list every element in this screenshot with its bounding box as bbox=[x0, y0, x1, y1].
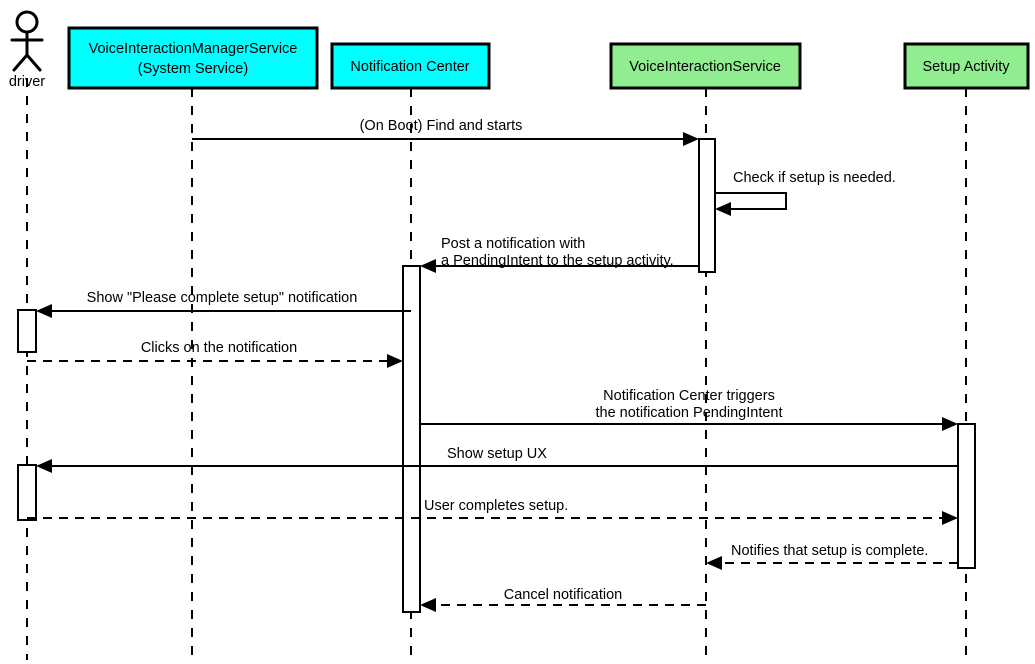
arrow-head-right-icon bbox=[387, 354, 403, 368]
activation-voiceinteractionservice bbox=[698, 138, 716, 273]
message-label-line1: Post a notification with bbox=[441, 236, 585, 252]
message-label-line2: a PendingIntent to the setup activity. bbox=[441, 253, 674, 269]
actor-driver-label: driver bbox=[9, 74, 45, 90]
message-label: User completes setup. bbox=[424, 498, 568, 514]
arrow-head-right-icon bbox=[683, 132, 699, 146]
message-label: Show setup UX bbox=[447, 446, 547, 462]
actor-driver: driver bbox=[9, 10, 45, 90]
participant-notification-center-box[interactable] bbox=[330, 42, 491, 90]
message-on-boot-find-and-starts: (On Boot) Find and starts bbox=[192, 118, 699, 146]
activation-driver-first bbox=[17, 309, 37, 353]
participant-voiceinteractionservice-label: VoiceInteractionService bbox=[629, 59, 781, 75]
message-show-please-complete-setup-notification: Show "Please complete setup" notificatio… bbox=[36, 290, 411, 318]
message-post-a-notification: Post a notification with a PendingIntent… bbox=[420, 236, 699, 273]
message-clicks-on-the-notification: Clicks on the notification bbox=[27, 340, 403, 368]
arrow-head-right-icon bbox=[942, 511, 958, 525]
message-label: Cancel notification bbox=[504, 587, 623, 603]
participant-setup-activity-label: Setup Activity bbox=[922, 59, 1010, 75]
participant-notification-center-label: Notification Center bbox=[350, 59, 469, 75]
arrow-head-left-icon bbox=[420, 259, 436, 273]
message-self-path bbox=[715, 192, 787, 210]
message-show-setup-ux: Show setup UX bbox=[36, 446, 958, 473]
message-label: Check if setup is needed. bbox=[733, 170, 896, 186]
message-check-if-setup-is-needed: Check if setup is needed. bbox=[715, 170, 896, 216]
arrow-head-right-icon bbox=[942, 417, 958, 431]
participant-setup-activity[interactable]: Setup Activity bbox=[903, 42, 1030, 90]
message-notification-center-triggers-pendingintent: Notification Center triggers the notific… bbox=[420, 388, 958, 431]
activation-driver-second bbox=[17, 464, 37, 521]
arrow-head-left-icon bbox=[36, 459, 52, 473]
participant-vims-box[interactable] bbox=[67, 26, 319, 90]
lifelines-group bbox=[26, 78, 967, 660]
message-label: Clicks on the notification bbox=[141, 340, 297, 356]
activation-setup-activity bbox=[957, 423, 976, 569]
arrow-head-left-icon bbox=[36, 304, 52, 318]
participant-vims-label-line2: (System Service) bbox=[138, 61, 248, 77]
message-label: Show "Please complete setup" notificatio… bbox=[87, 290, 358, 306]
participant-voiceinteractionservice-box[interactable] bbox=[609, 42, 802, 90]
message-label-line2: the notification PendingIntent bbox=[595, 405, 782, 421]
actor-head-icon bbox=[15, 10, 39, 34]
message-label: Notifies that setup is complete. bbox=[731, 543, 928, 559]
message-user-completes-setup: User completes setup. bbox=[27, 498, 958, 525]
participant-vims[interactable]: VoiceInteractionManagerService (System S… bbox=[67, 26, 319, 90]
participant-notification-center[interactable]: Notification Center bbox=[330, 42, 491, 90]
message-label: (On Boot) Find and starts bbox=[360, 118, 523, 134]
participant-voiceinteractionservice[interactable]: VoiceInteractionService bbox=[609, 42, 802, 90]
arrow-head-left-icon bbox=[420, 598, 436, 612]
arrow-head-left-icon bbox=[706, 556, 722, 570]
activation-notification-center bbox=[402, 265, 421, 613]
message-cancel-notification: Cancel notification bbox=[420, 587, 706, 612]
actor-leg-right-icon bbox=[25, 53, 42, 72]
participant-vims-label-line1: VoiceInteractionManagerService bbox=[89, 41, 298, 57]
message-notifies-that-setup-is-complete: Notifies that setup is complete. bbox=[706, 543, 958, 570]
participant-setup-activity-box[interactable] bbox=[903, 42, 1030, 90]
message-label-line1: Notification Center triggers bbox=[603, 388, 775, 404]
actor-leg-left-icon bbox=[12, 53, 29, 72]
arrow-head-left-icon bbox=[715, 202, 731, 216]
